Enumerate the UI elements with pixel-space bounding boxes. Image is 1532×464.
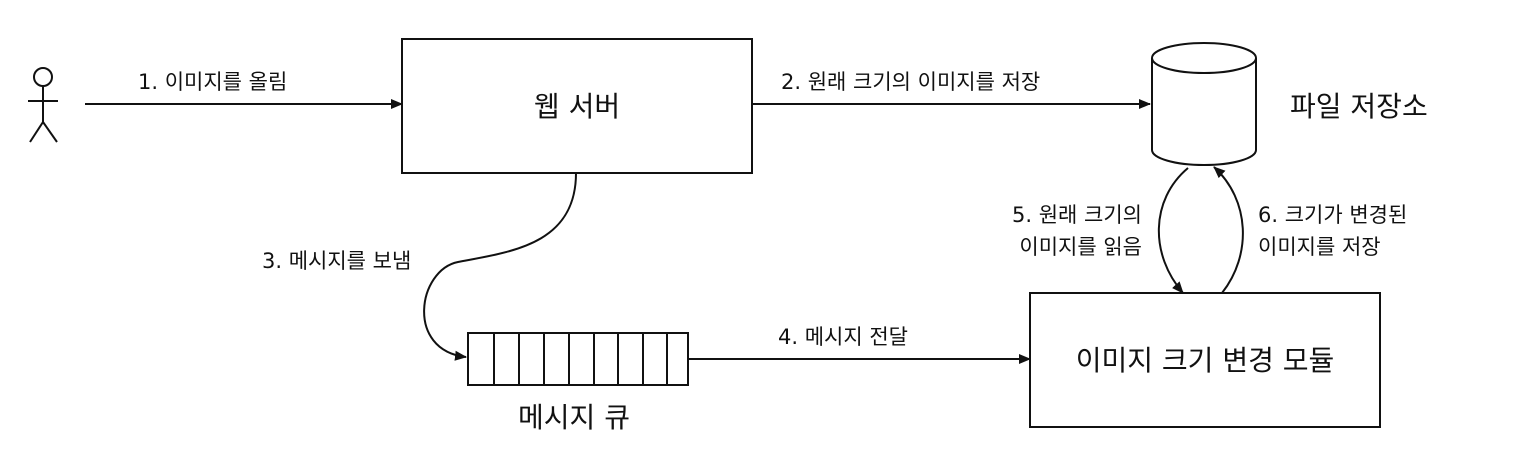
message-queue-label: 메시지 큐 bbox=[518, 401, 630, 434]
file-storage-cylinder bbox=[1151, 42, 1257, 166]
resize-module-box bbox=[1029, 292, 1381, 428]
send-message-arrow bbox=[423, 172, 577, 361]
message-queue-shape bbox=[467, 332, 689, 386]
deliver-message-label: 4. 메시지 전달 bbox=[778, 325, 908, 349]
resize-module-label: 이미지 크기 변경 모듈 bbox=[1076, 344, 1335, 377]
web-server-label: 웹 서버 bbox=[534, 90, 620, 123]
file-storage-label: 파일 저장소 bbox=[1290, 90, 1428, 123]
read-original-label-line2: 이미지를 읽음 bbox=[1019, 235, 1142, 259]
read-original-arrow bbox=[1157, 167, 1189, 294]
store-resized-label-line1: 6. 크기가 변경된 bbox=[1258, 203, 1407, 227]
user-icon bbox=[28, 67, 58, 143]
store-resized-label-line2: 이미지를 저장 bbox=[1258, 235, 1381, 259]
store-original-label: 2. 원래 크기의 이미지를 저장 bbox=[781, 70, 1040, 94]
store-resized-arrow bbox=[1213, 166, 1244, 294]
upload-label: 1. 이미지를 올림 bbox=[138, 70, 287, 94]
read-original-label-line1: 5. 원래 크기의 bbox=[1012, 203, 1142, 227]
send-message-label: 3. 메시지를 보냄 bbox=[262, 249, 411, 273]
web-server-box bbox=[401, 38, 753, 174]
